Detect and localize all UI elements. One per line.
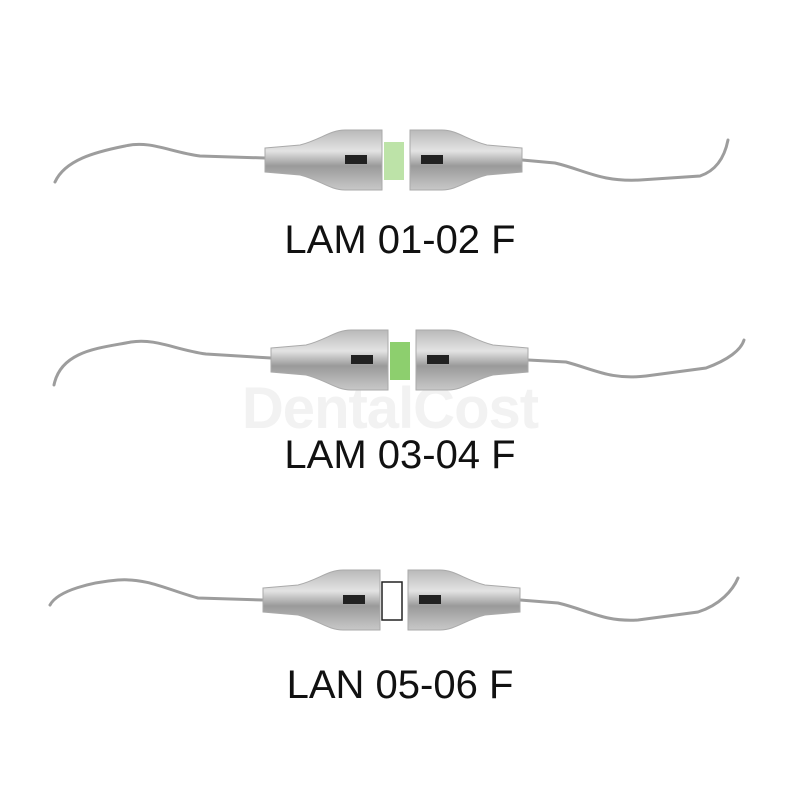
working-tip-left bbox=[52, 339, 273, 387]
instrument-label-2: LAM 03-04 F bbox=[284, 433, 516, 477]
color-band bbox=[384, 142, 404, 180]
color-band bbox=[381, 581, 403, 621]
handle-slot-right bbox=[419, 595, 441, 604]
handle-slot-left bbox=[351, 355, 373, 364]
handle-right bbox=[407, 569, 521, 631]
instrument-label-1: LAM 01-02 F bbox=[284, 218, 516, 262]
instrument-3 bbox=[48, 569, 740, 631]
handle-slot-right bbox=[421, 155, 443, 164]
working-tip-right bbox=[518, 576, 740, 622]
instrument-2 bbox=[52, 329, 746, 391]
handle-left bbox=[270, 329, 389, 391]
working-tip-left bbox=[48, 578, 265, 607]
working-tip-right bbox=[526, 338, 746, 379]
handle-right bbox=[409, 129, 523, 191]
instrument-label-3: LAN 05-06 F bbox=[286, 663, 514, 707]
working-tip-left bbox=[53, 142, 267, 184]
handle-left bbox=[264, 129, 383, 191]
instrument-1 bbox=[53, 129, 730, 191]
handle-left bbox=[262, 569, 381, 631]
working-tip-right bbox=[520, 138, 730, 182]
handle-slot-left bbox=[343, 595, 365, 604]
handle-right bbox=[415, 329, 529, 391]
handle-slot-left bbox=[345, 155, 367, 164]
handle-slot-right bbox=[427, 355, 449, 364]
color-band bbox=[390, 342, 410, 380]
watermark: DentalCost bbox=[241, 376, 539, 441]
